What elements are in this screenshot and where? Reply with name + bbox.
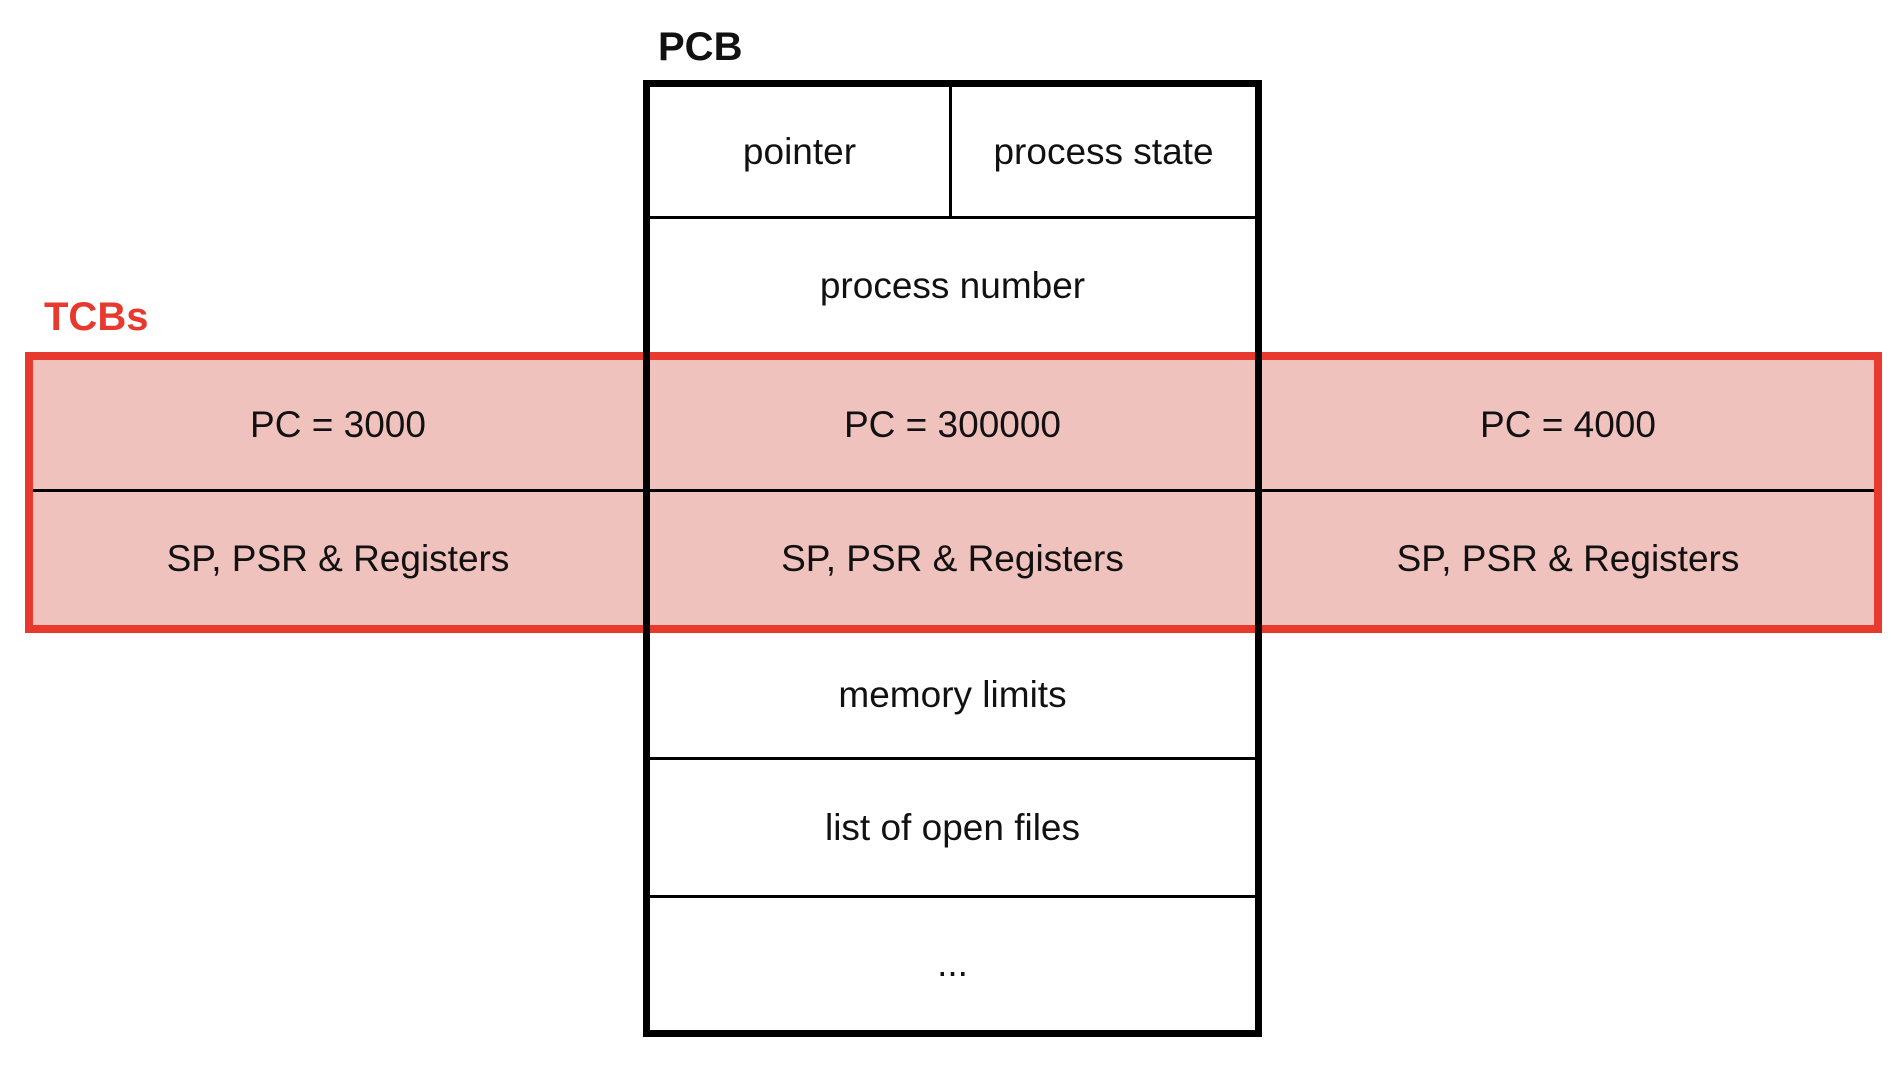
tcb-left-registers: SP, PSR & Registers	[166, 537, 510, 579]
tcbs-title: TCBs	[44, 295, 149, 339]
pcb-cell-memory-limits: memory limits	[838, 674, 1067, 715]
pcb-cell-pointer: pointer	[742, 130, 857, 172]
pcb-title: PCB	[658, 25, 743, 69]
divider-pointer-row-bottom	[650, 216, 1255, 219]
divider-files-ellipsis	[650, 895, 1255, 898]
pcb-box	[643, 80, 1262, 1037]
tcb-right-pc: PC = 4000	[1480, 403, 1656, 445]
pcb-cell-process-number: process number	[819, 264, 1086, 306]
tcb-middle-pc: PC = 300000	[843, 403, 1062, 445]
pcb-cell-ellipsis: ...	[937, 943, 968, 984]
divider-pointer-state	[949, 87, 952, 216]
tcb-band	[25, 352, 1882, 633]
divider-tcb-band	[33, 489, 1874, 492]
tcb-right-registers: SP, PSR & Registers	[1396, 537, 1740, 579]
divider-memory-files	[650, 757, 1255, 760]
tcb-left-pc: PC = 3000	[250, 403, 426, 445]
pcb-cell-process-state: process state	[993, 130, 1214, 172]
tcb-middle-registers: SP, PSR & Registers	[781, 537, 1124, 579]
pcb-cell-open-files: list of open files	[824, 806, 1081, 848]
